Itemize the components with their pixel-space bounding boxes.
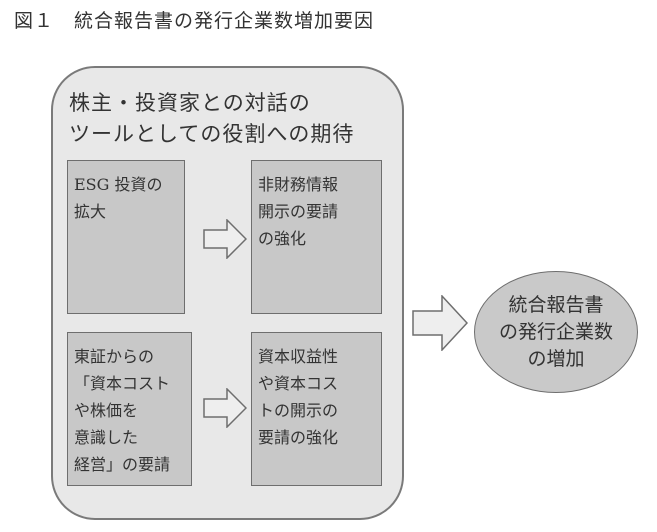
group-title-line: ツールとしての役割への期待 — [69, 122, 355, 146]
box-text-line: 「資本コスト — [74, 374, 171, 393]
right-arrow-icon — [203, 388, 247, 428]
group-title-line: 株主・投資家との対話の — [69, 91, 311, 115]
box-text-line: 資本収益性 — [258, 347, 339, 366]
right-arrow-icon — [412, 295, 468, 351]
box-text-line: や株価を — [74, 401, 139, 420]
box-text-line: 意識した — [74, 428, 139, 447]
nonfinancial-disclosure-box: 非財務情報 開示の要請 の強化 — [251, 160, 382, 314]
esg-investment-box: ESG 投資の 拡大 — [67, 160, 185, 314]
figure-title: 図１ 統合報告書の発行企業数増加要因 — [14, 10, 375, 32]
box-text-line: 経営」の要請 — [74, 455, 171, 474]
box-text-line: ESG 投資の — [74, 175, 163, 194]
group-title: 株主・投資家との対話の ツールとしての役割への期待 — [69, 88, 354, 150]
capital-efficiency-box: 資本収益性 や資本コス トの開示の 要請の強化 — [251, 332, 382, 486]
result-ellipse: 統合報告書 の発行企業数 の増加 — [474, 271, 638, 393]
result-text-line: の増加 — [527, 347, 585, 370]
box-text-line: や資本コス — [258, 374, 339, 393]
box-text-line: 非財務情報 — [258, 175, 339, 194]
box-text-line: の強化 — [258, 229, 307, 248]
result-text-line: の発行企業数 — [498, 320, 613, 343]
box-text-line: 開示の要請 — [258, 202, 339, 221]
result-text-line: 統合報告書 — [508, 293, 604, 316]
right-arrow-icon — [203, 219, 247, 259]
box-text-line: 要請の強化 — [258, 428, 339, 447]
box-text-line: トの開示の — [258, 401, 339, 420]
box-text-line: 東証からの — [74, 347, 155, 366]
box-text-line: 拡大 — [74, 202, 107, 221]
tse-request-box: 東証からの 「資本コスト や株価を 意識した 経営」の要請 — [67, 332, 192, 486]
